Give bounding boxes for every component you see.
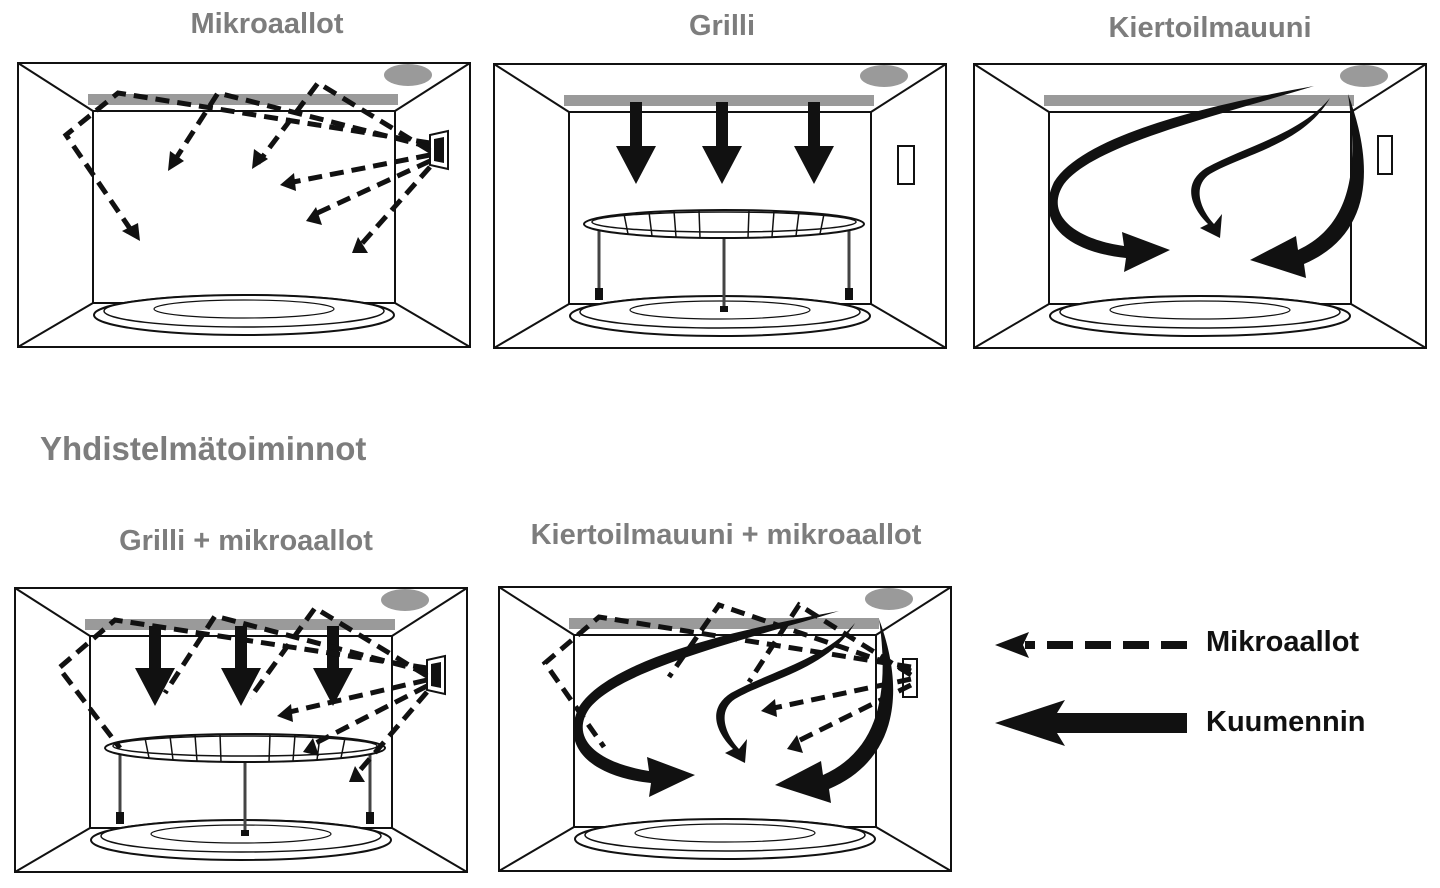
convection-micro-microwave-arrowheads [761, 699, 803, 753]
legend-microwave-arrow [995, 632, 1187, 658]
grill-micro-microwave-arrowheads [277, 704, 365, 782]
convection-micro-heater-arrows [573, 611, 894, 803]
grill-micro-microwave-paths [55, 604, 429, 778]
legend-heater-arrow [995, 700, 1187, 746]
convection-arrows [1048, 86, 1364, 278]
microwave-paths [62, 79, 432, 250]
legend-microwave-label: Mikroaallot [1206, 626, 1360, 658]
microwave-arrowheads [122, 149, 368, 253]
title-convection: Kiertoilmauuni [1108, 12, 1312, 44]
title-grill: Grilli [688, 10, 756, 42]
panel-grill [493, 63, 947, 349]
legend-heater-label: Kuumennin [1206, 706, 1366, 738]
panel-convection [973, 63, 1427, 349]
title-convection-micro: Kiertoilmauuni + mikroaallot [530, 519, 922, 551]
title-microwave: Mikroaallot [190, 8, 344, 40]
panel-microwave [17, 62, 471, 348]
grill-micro-heater-arrows [135, 626, 353, 706]
grill-arrows [616, 102, 834, 184]
panel-grill-micro [14, 587, 468, 873]
title-grill-micro: Grilli + mikroaallot [119, 525, 373, 557]
section-title-combined: Yhdistelmätoiminnot [40, 430, 367, 467]
panel-convection-micro [498, 586, 952, 872]
